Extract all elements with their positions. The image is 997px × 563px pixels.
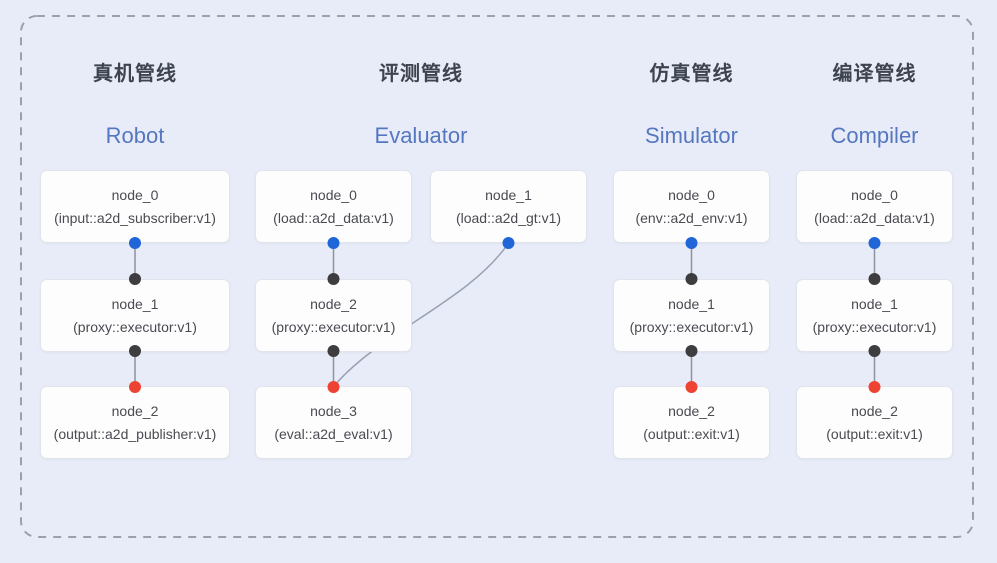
- node-title: node_3: [310, 403, 357, 419]
- node-subtitle: (proxy::executor:v1): [73, 319, 197, 335]
- node-subtitle: (load::a2d_gt:v1): [455, 210, 562, 226]
- node-box-evaluator-node3: node_3 (eval::a2d_eval:v1): [255, 386, 412, 459]
- node-subtitle: (load::a2d_data:v1): [814, 210, 935, 226]
- node-title: node_1: [851, 296, 898, 312]
- node-box-simulator-node2: node_2 (output::exit:v1): [613, 386, 770, 459]
- node-box-compiler-node1: node_1 (proxy::executor:v1): [796, 279, 953, 352]
- node-title: node_2: [111, 403, 159, 419]
- node-subtitle: (proxy::executor:v1): [629, 319, 754, 335]
- pipeline-title-zh-robot: 真机管线: [93, 63, 177, 85]
- node-title: node_0: [668, 187, 715, 203]
- node-box-evaluator-node0: node_0 (load::a2d_data:v1): [255, 170, 412, 243]
- pipeline-title-zh-compiler: 编译管线: [832, 63, 917, 85]
- node-title: node_0: [111, 187, 159, 203]
- node-title: node_0: [851, 187, 898, 203]
- node-title: node_1: [485, 187, 532, 203]
- node-subtitle: (output::a2d_publisher:v1): [53, 426, 217, 442]
- node-subtitle: (output::exit:v1): [643, 426, 740, 442]
- node-title: node_2: [310, 296, 357, 312]
- pipeline-title-zh-simulator: 仿真管线: [649, 63, 734, 85]
- node-subtitle: (output::exit:v1): [826, 426, 923, 442]
- node-box-evaluator-node2: node_2 (proxy::executor:v1): [255, 279, 412, 352]
- node-subtitle: (env::a2d_env:v1): [635, 210, 748, 226]
- pipeline-title-zh-evaluator: 评测管线: [379, 63, 463, 85]
- node-subtitle: (input::a2d_subscriber:v1): [54, 210, 216, 226]
- node-box-simulator-node0: node_0 (env::a2d_env:v1): [613, 170, 770, 243]
- node-title: node_0: [310, 187, 357, 203]
- node-box-robot-node1: node_1 (proxy::executor:v1): [40, 279, 230, 352]
- node-title: node_1: [668, 296, 715, 312]
- node-box-robot-node0: node_0 (input::a2d_subscriber:v1): [40, 170, 230, 243]
- node-box-robot-node2: node_2 (output::a2d_publisher:v1): [40, 386, 230, 459]
- pipeline-title-en-evaluator: Evaluator: [374, 123, 468, 148]
- node-title: node_2: [851, 403, 898, 419]
- node-box-compiler-node2: node_2 (output::exit:v1): [796, 386, 953, 459]
- pipeline-title-en-simulator: Simulator: [645, 123, 738, 148]
- pipeline-title-en-robot: Robot: [105, 123, 165, 148]
- node-box-compiler-node0: node_0 (load::a2d_data:v1): [796, 170, 953, 243]
- node-subtitle: (proxy::executor:v1): [271, 319, 396, 335]
- node-subtitle: (load::a2d_data:v1): [273, 210, 394, 226]
- node-subtitle: (eval::a2d_eval:v1): [274, 426, 393, 442]
- node-box-evaluator-node1: node_1 (load::a2d_gt:v1): [430, 170, 587, 243]
- node-title: node_1: [111, 296, 159, 312]
- node-subtitle: (proxy::executor:v1): [812, 319, 937, 335]
- node-box-simulator-node1: node_1 (proxy::executor:v1): [613, 279, 770, 352]
- pipeline-title-en-compiler: Compiler: [830, 123, 919, 148]
- node-title: node_2: [668, 403, 715, 419]
